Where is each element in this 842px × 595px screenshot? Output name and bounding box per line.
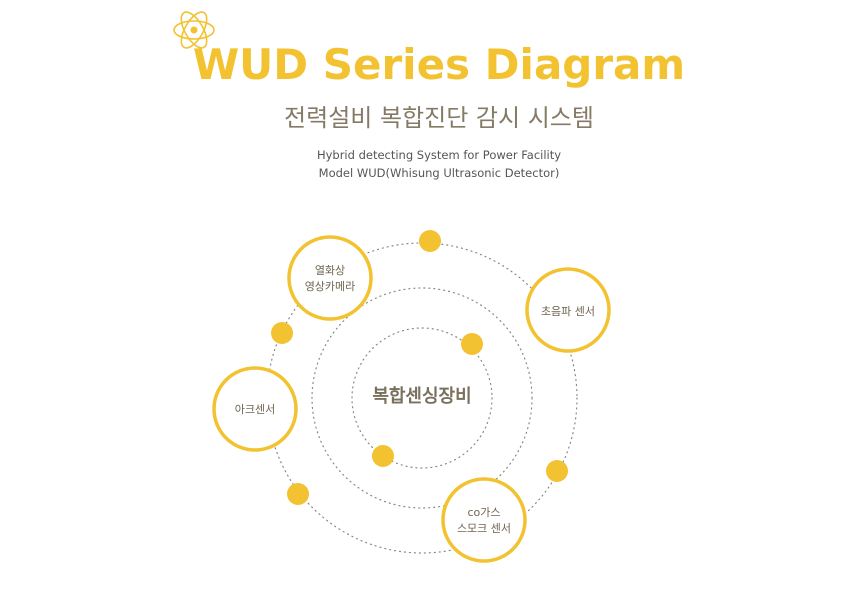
orbit-dot — [372, 445, 394, 467]
orbit-dot — [271, 322, 293, 344]
node-label: 초음파 센서 — [541, 305, 595, 318]
inner-orbit — [351, 327, 493, 469]
page-title: WUD Series Diagram — [192, 40, 686, 89]
orbit-dot — [287, 483, 309, 505]
node-gas-smoke-sensor: co가스 스모크 센서 — [441, 477, 527, 563]
orbit-dot — [546, 460, 568, 482]
center-label: 복합센싱장비 — [372, 385, 471, 407]
description-line-1: Hybrid detecting System for Power Facili… — [316, 148, 562, 162]
node-arc-sensor: 아크센서 — [212, 366, 298, 452]
node-label: 영상카메라 — [305, 280, 356, 293]
description-line-2: Model WUD(Whisung Ultrasonic Detector) — [318, 166, 560, 180]
node-ultrasonic-sensor: 초음파 센서 — [525, 267, 611, 353]
node-label: 아크센서 — [235, 403, 275, 416]
node-label: 열화상 — [315, 264, 345, 277]
atom-icon — [173, 11, 215, 49]
orbit-dot — [461, 333, 483, 355]
node-label: co가스 — [467, 506, 500, 519]
node-thermal-camera: 열화상 영상카메라 — [287, 235, 373, 321]
middle-orbit — [311, 287, 533, 509]
node-label: 스모크 센서 — [457, 522, 511, 535]
orbit-dot — [419, 230, 441, 252]
page-subtitle: 전력설비 복합진단 감시 시스템 — [284, 104, 594, 132]
